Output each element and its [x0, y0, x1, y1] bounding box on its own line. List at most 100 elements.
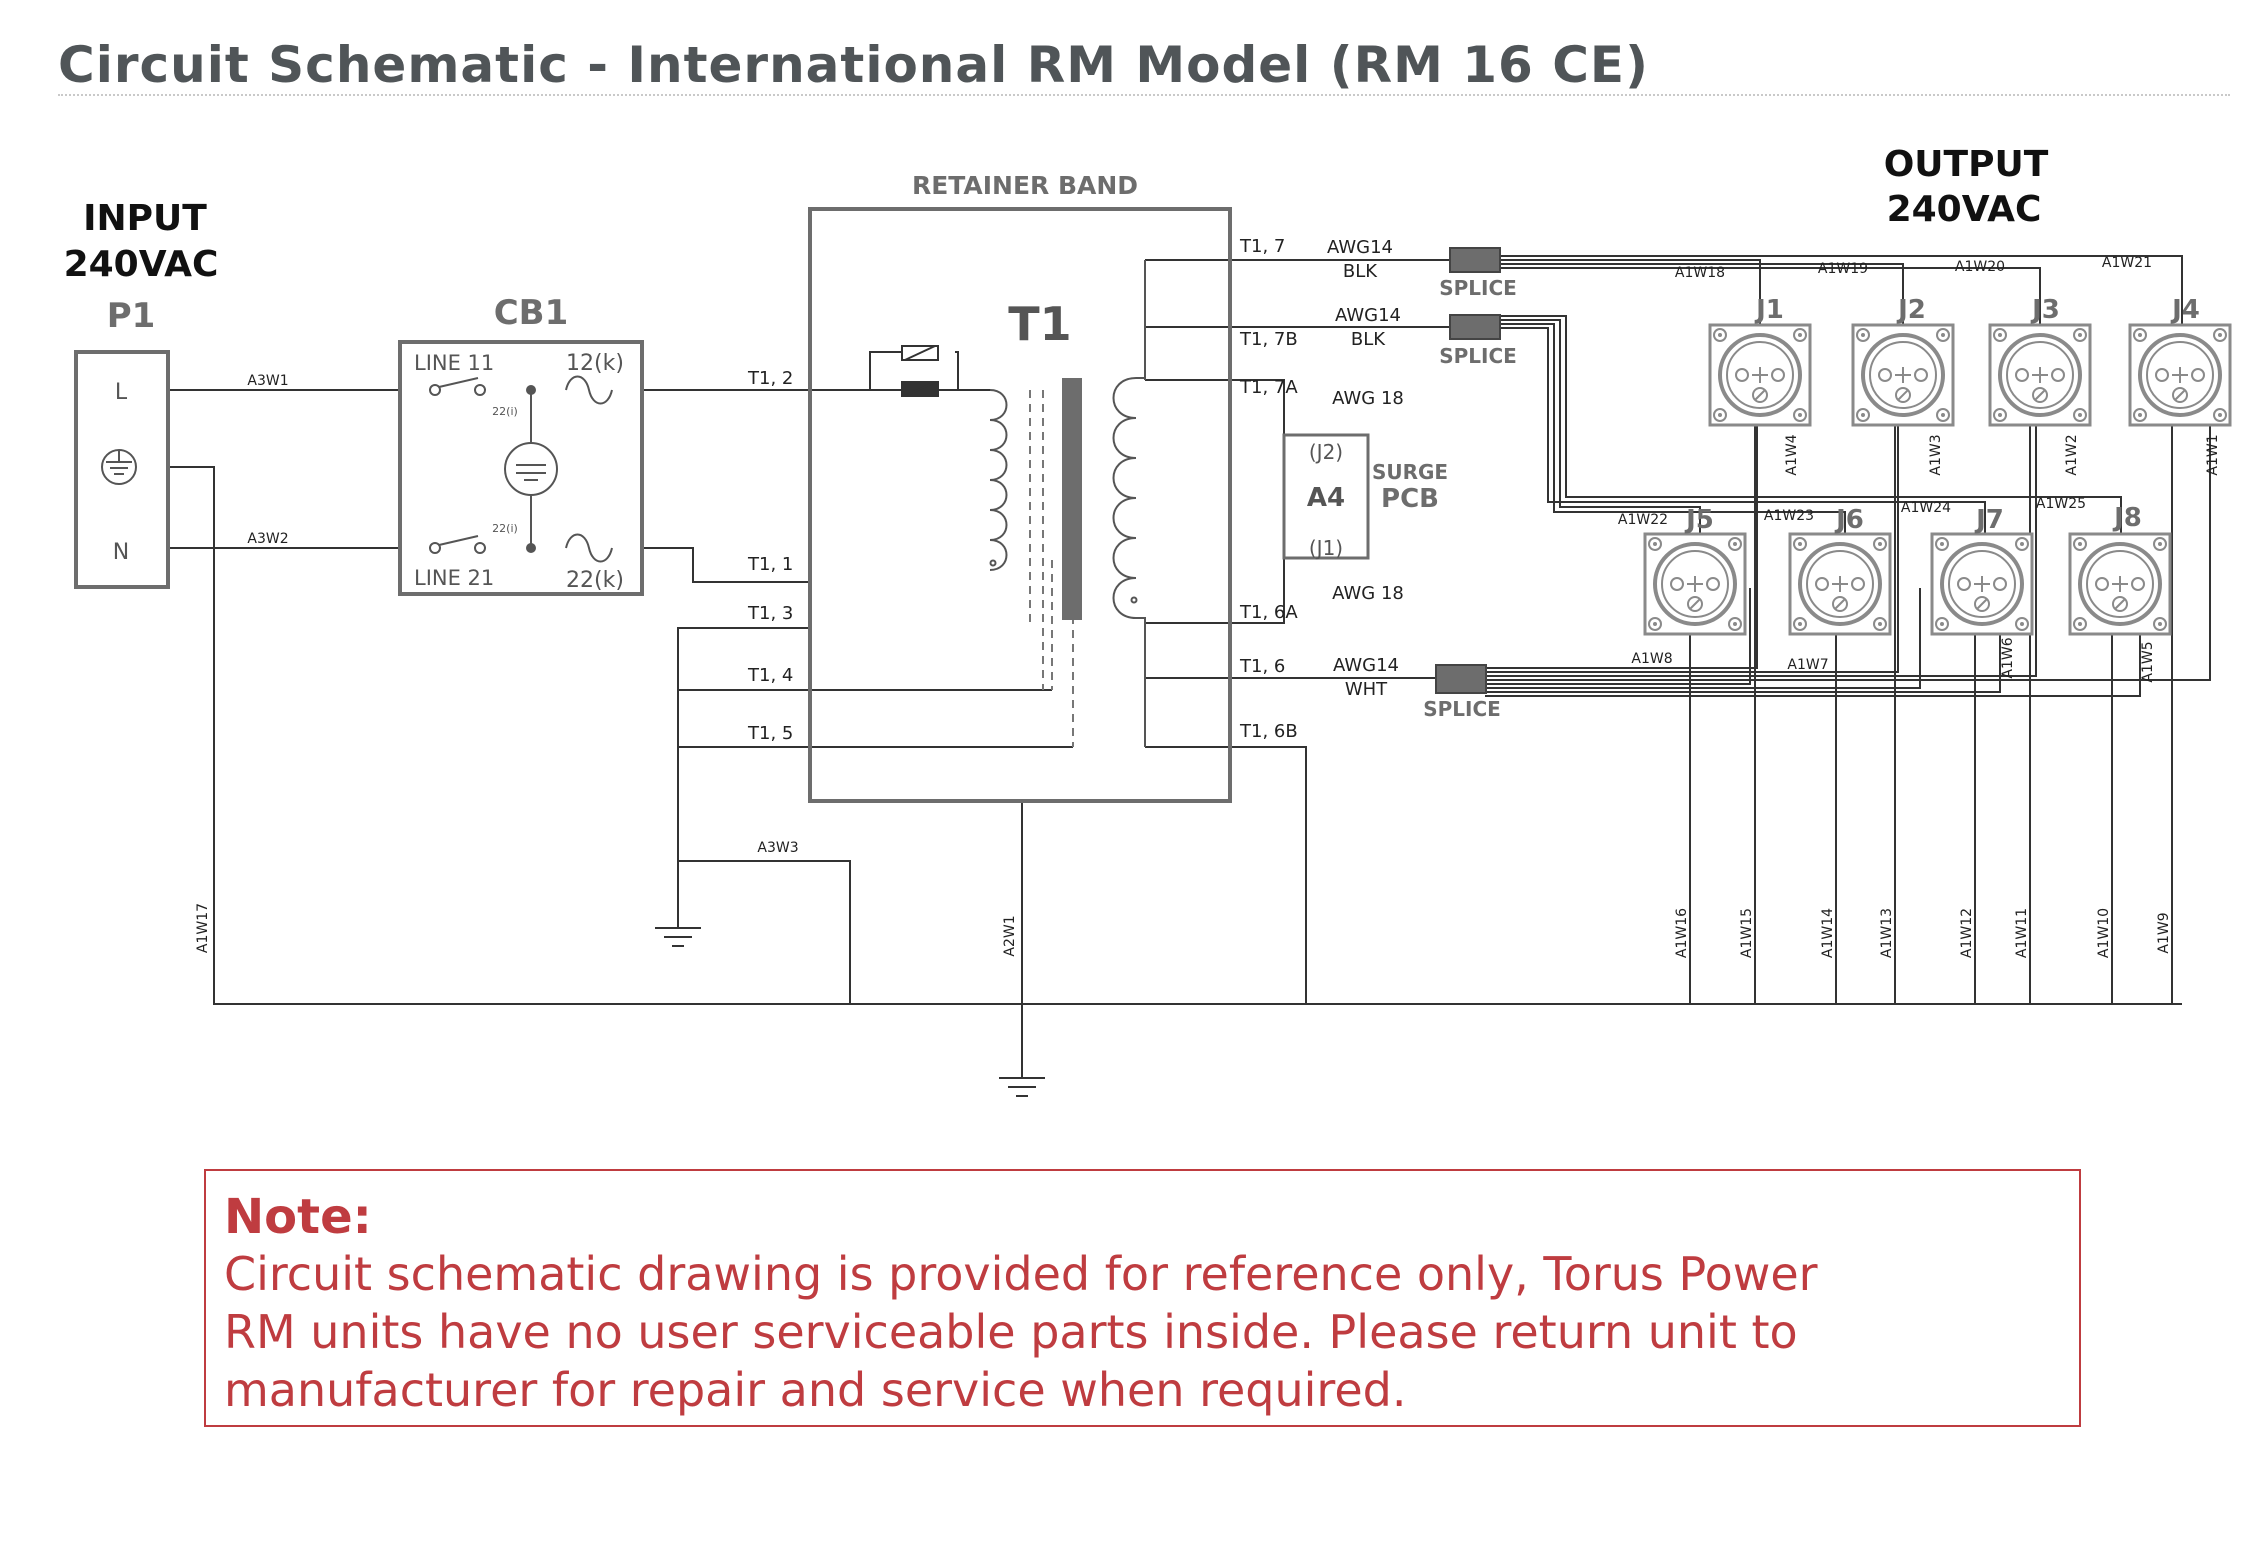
cb1-12k: 12(k) [566, 351, 624, 376]
wire-a1w12-label: A1W12 [1959, 908, 1975, 958]
wire-a1w5-label: A1W5 [2140, 641, 2156, 682]
wire-a1w21-label: A1W21 [2102, 255, 2152, 271]
t1-primary-coil [989, 389, 1008, 571]
wire-a1w23-label: A1W23 [1764, 508, 1814, 524]
jack-j2 [1851, 323, 1955, 427]
t1-core-bar [1062, 378, 1082, 620]
t1-ref: T1 [1008, 297, 1071, 351]
wire-a3w3-label: A3W3 [757, 840, 798, 856]
cb1-neon-lamp-icon [504, 390, 558, 548]
input-voltage: 240VAC [64, 244, 219, 285]
a4-surge-pcb [1282, 433, 1370, 560]
jack-j1-label: J1 [1754, 295, 1784, 325]
splice-3 [1435, 664, 1487, 694]
wire-a3w1-label: A3W1 [247, 373, 288, 389]
term-t1-2: T1, 2 [747, 368, 793, 389]
wires [168, 255, 2211, 1078]
ground-symbol-a2w1 [999, 1077, 1045, 1097]
pcb-label: PCB [1381, 484, 1439, 514]
wire-a1w14-label: A1W14 [1820, 908, 1836, 958]
wire-a1w16-label: A1W16 [1674, 908, 1690, 958]
jack-j7-label: J7 [1974, 505, 2004, 535]
wire-a1w8-label: A1W8 [1631, 651, 1672, 667]
splice-2 [1449, 314, 1501, 340]
jack-j5 [1643, 532, 1747, 636]
jack-j6 [1788, 532, 1892, 636]
wire-a1w7-label: A1W7 [1787, 657, 1828, 673]
t1-enclosure [808, 207, 1232, 803]
retainer-band-label: RETAINER BAND [912, 171, 1138, 200]
cb1-line11: LINE 11 [414, 351, 494, 375]
cb1-switch-top [429, 375, 613, 405]
splice-2-label: SPLICE [1439, 344, 1517, 368]
p1-line-label: L [115, 380, 128, 405]
gauge-awg14-2: AWG14 [1335, 305, 1401, 326]
t1-thermal-switch-icon [869, 345, 990, 397]
term-t1-5: T1, 5 [747, 723, 793, 744]
wire-a1w10-label: A1W10 [2096, 908, 2112, 958]
term-t1-1: T1, 1 [747, 554, 793, 575]
term-t1-6a: T1, 6A [1239, 602, 1298, 623]
cb1-22k: 22(k) [566, 568, 624, 593]
cb1-line21: LINE 21 [414, 566, 494, 590]
jack-j8-label: J8 [2112, 503, 2142, 533]
term-t1-6b: T1, 6B [1239, 721, 1298, 742]
term-t1-6: T1, 6 [1239, 656, 1285, 677]
term-t1-3: T1, 3 [747, 603, 793, 624]
wire-a2w1-label: A2W1 [1002, 915, 1018, 956]
note-box: Note: Circuit schematic drawing is provi… [204, 1169, 2081, 1427]
gauge-awg18-2: AWG 18 [1332, 583, 1404, 604]
splice-1 [1449, 247, 1501, 273]
wire-a1w13-label: A1W13 [1879, 908, 1895, 958]
a4-ref: A4 [1307, 483, 1345, 513]
jack-j3 [1988, 323, 2092, 427]
wire-a1w9-label: A1W9 [2156, 912, 2172, 953]
wire-a1w4-label: A1W4 [1784, 434, 1800, 475]
wire-a1w1-label: A1W1 [2205, 434, 2221, 475]
wire-a1w22-label: A1W22 [1618, 512, 1668, 528]
wire-a1w18-label: A1W18 [1675, 265, 1725, 281]
wire-a1w2-label: A1W2 [2064, 434, 2080, 475]
title-divider [58, 94, 2230, 96]
jack-j5-label: J5 [1684, 505, 1714, 535]
gauge-blk-1: BLK [1343, 261, 1378, 282]
wire-a1w20-label: A1W20 [1955, 259, 2005, 275]
jack-j7 [1930, 532, 2034, 636]
page-title: Circuit Schematic - International RM Mod… [58, 36, 1649, 94]
a4-j1-label: (J1) [1309, 536, 1343, 560]
note-body: Circuit schematic drawing is provided fo… [224, 1247, 1818, 1417]
cb1-22i-bottom: 22(i) [492, 522, 518, 535]
jack-j3-label: J3 [2030, 295, 2060, 325]
circuit-diagram: INPUT 240VAC P1 L N CB1 LINE 11 12(k) LI… [64, 144, 2232, 1097]
note-title: Note: [224, 1189, 372, 1245]
cb1-ref: CB1 [494, 293, 569, 333]
term-t1-7a: T1, 7A [1239, 377, 1298, 398]
gauge-blk-2: BLK [1351, 329, 1386, 350]
term-t1-7: T1, 7 [1239, 236, 1285, 257]
wire-a1w25-label: A1W25 [2036, 496, 2086, 512]
wire-a1w6-label: A1W6 [2000, 637, 2016, 678]
wire-a1w15-label: A1W15 [1739, 908, 1755, 958]
gauge-awg14-1: AWG14 [1327, 237, 1393, 258]
term-t1-7b: T1, 7B [1239, 329, 1298, 350]
wire-a1w24-label: A1W24 [1901, 500, 1951, 516]
t1-secondary-coil [1112, 260, 1146, 747]
wire-a1w19-label: A1W19 [1818, 261, 1868, 277]
cb1-22i-top: 22(i) [492, 405, 518, 418]
jack-j4 [2128, 323, 2232, 427]
p1-ref: P1 [107, 296, 156, 336]
earth-icon [101, 449, 137, 485]
jack-j1 [1708, 323, 1812, 427]
splice-3-label: SPLICE [1423, 697, 1501, 721]
cb1-switch-bottom [429, 533, 613, 563]
jack-j8 [2068, 532, 2172, 636]
jack-j6-label: J6 [1834, 505, 1864, 535]
ground-symbol-a3w3 [655, 927, 701, 947]
jack-j2-label: J2 [1896, 295, 1926, 325]
surge-label: SURGE [1372, 460, 1448, 484]
gauge-awg18-1: AWG 18 [1332, 388, 1404, 409]
wire-a1w11-label: A1W11 [2014, 908, 2030, 958]
a4-j2-label: (J2) [1309, 440, 1343, 464]
gauge-awg14-3: AWG14 [1333, 655, 1399, 676]
output-label: OUTPUT [1884, 144, 2049, 185]
